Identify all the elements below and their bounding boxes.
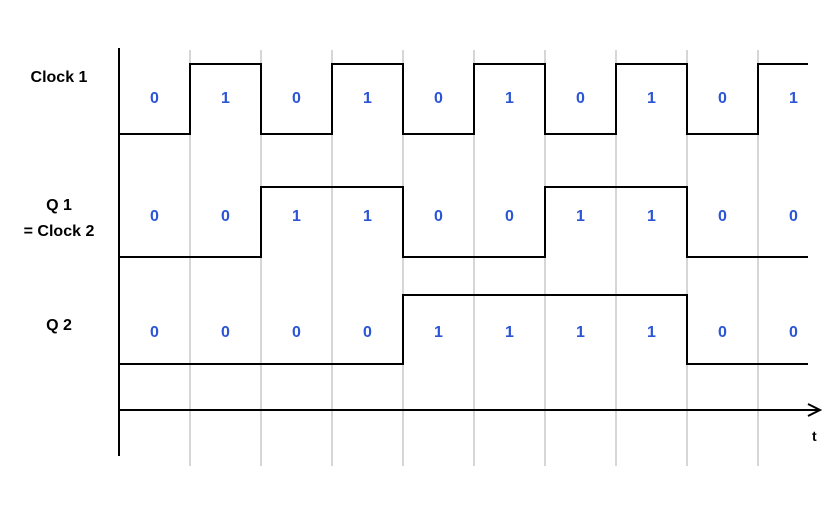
q2-bit-value: 1 (434, 324, 443, 341)
q2-bit-value: 0 (363, 324, 372, 341)
q1-label: Q 1 (46, 197, 72, 214)
q1-bit-value: 0 (718, 208, 727, 225)
clock-1-bit-value: 1 (505, 90, 514, 107)
clock-1-bit-value: 0 (434, 90, 443, 107)
clock-1-bit-value: 0 (292, 90, 301, 107)
q1-bit-value: 1 (363, 208, 372, 225)
q2-bit-value: 0 (718, 324, 727, 341)
q1-bit-value: 0 (221, 208, 230, 225)
bit-values: 0 1 0 1 0 1 0 1 0 1 0 0 1 1 0 0 1 1 0 0 0 0 0 0 1 1 1 1 0 0 (150, 90, 798, 341)
clock-1-bit-value: 1 (647, 90, 656, 107)
waveforms (119, 63, 808, 365)
clock-1-bit-value: 1 (789, 90, 798, 107)
q1-waveform (119, 186, 808, 258)
q1-bit-value: 1 (647, 208, 656, 225)
clock-1-bit-value: 1 (363, 90, 372, 107)
q1-bit-value: 0 (505, 208, 514, 225)
q2-label: Q 2 (46, 317, 72, 334)
clock-1-bit-value: 1 (221, 90, 230, 107)
time-axis-label: t (812, 428, 817, 444)
axes: t (118, 48, 823, 456)
q2-bit-value: 1 (647, 324, 656, 341)
clock-1-waveform (119, 63, 808, 135)
q2-bit-value: 0 (150, 324, 159, 341)
q2-bit-value: 1 (505, 324, 514, 341)
q2-waveform (119, 294, 808, 365)
q1-bit-value: 0 (150, 208, 159, 225)
clock-1-bit-value: 0 (576, 90, 585, 107)
clock-2-label: = Clock 2 (24, 223, 95, 240)
clock-1-bit-value: 0 (718, 90, 727, 107)
q1-bit-value: 0 (434, 208, 443, 225)
q1-bit-value: 1 (292, 208, 301, 225)
signal-labels: Clock 1 Q 1 = Clock 2 Q 2 (24, 69, 95, 334)
q2-bit-value: 0 (292, 324, 301, 341)
q1-bit-value: 0 (789, 208, 798, 225)
time-axis-arrowhead (807, 403, 823, 417)
clock-1-bit-value: 0 (150, 90, 159, 107)
q2-bit-value: 0 (789, 324, 798, 341)
q2-bit-value: 1 (576, 324, 585, 341)
q1-bit-value: 1 (576, 208, 585, 225)
clock-1-label: Clock 1 (31, 69, 88, 86)
q2-bit-value: 0 (221, 324, 230, 341)
